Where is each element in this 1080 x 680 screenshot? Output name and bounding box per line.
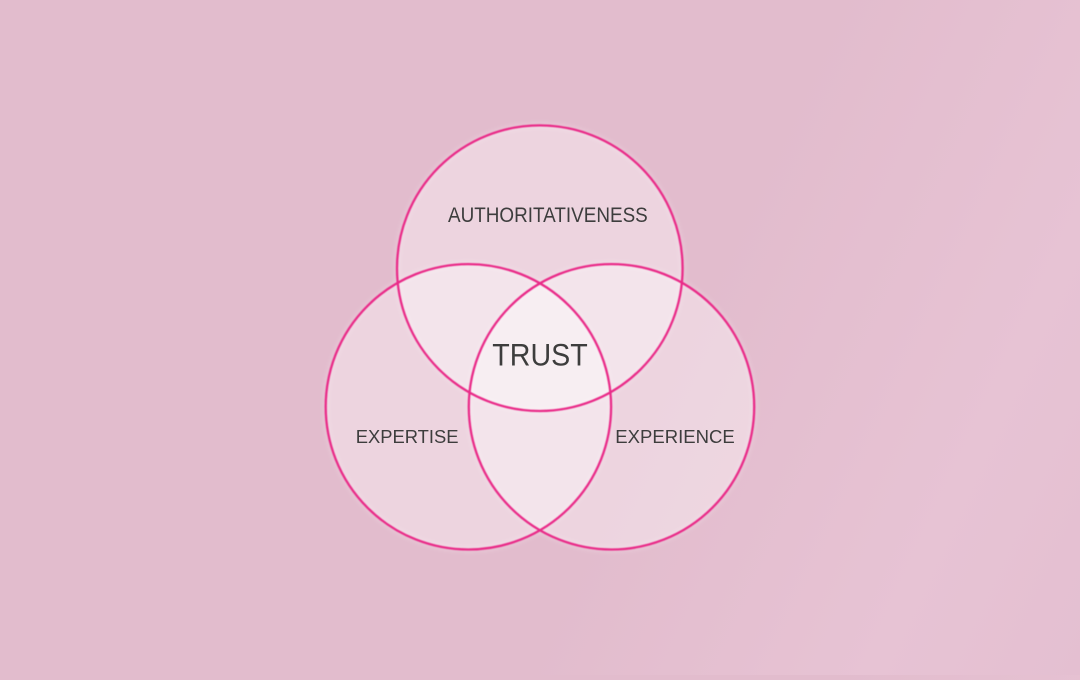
svg-text:AUTHORITATIVENESS: AUTHORITATIVENESS: [448, 204, 648, 227]
svg-text:EXPERTISE: EXPERTISE: [356, 426, 459, 447]
svg-text:EXPERIENCE: EXPERIENCE: [615, 426, 734, 447]
svg-text:TRUST: TRUST: [492, 337, 587, 372]
